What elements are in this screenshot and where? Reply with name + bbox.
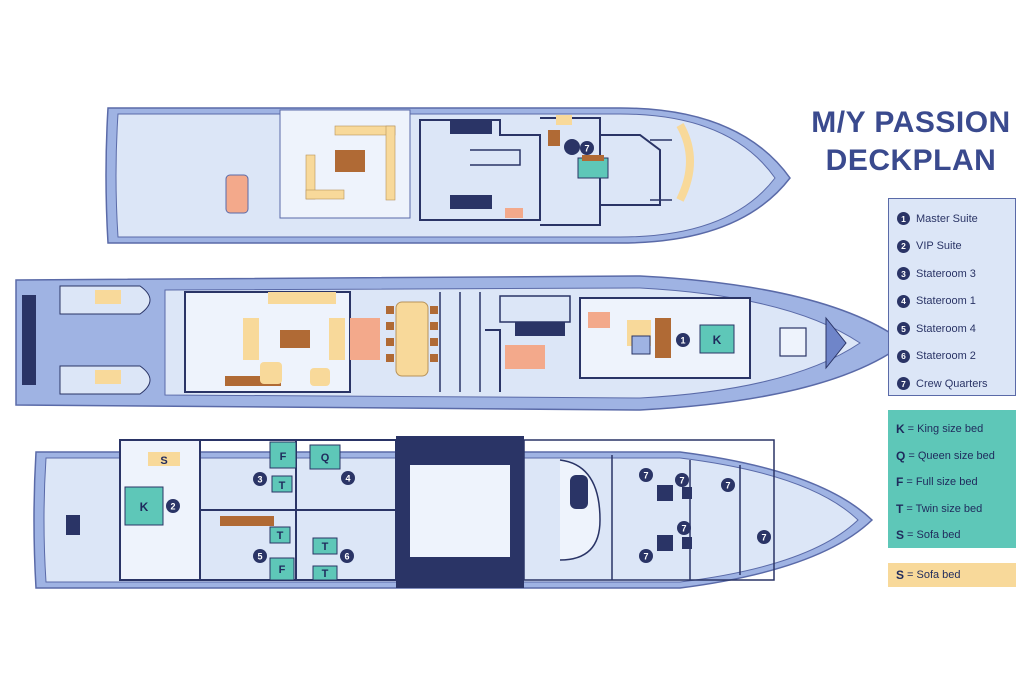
legend-label: Stateroom 1 (916, 295, 976, 308)
legend-row-full-bed: F = Full size bed (896, 469, 1016, 496)
page-title-line-1: M/Y PASSION (811, 106, 1011, 139)
main-deck (15, 275, 907, 411)
rooms-legend: 1 Master Suite 2 VIP Suite 3 Stateroom 3… (888, 198, 1016, 396)
crew-quarters-marker: 7 (725, 481, 730, 491)
beds-legend: K = King size bed Q = Queen size bed F =… (888, 410, 1016, 548)
number-badge: 4 (897, 294, 910, 308)
stateroom-2-marker: 6 (344, 552, 349, 562)
legend-row-queen-bed: Q = Queen size bed (896, 443, 1016, 470)
sofa-legend: S = Sofa bed (888, 563, 1016, 587)
stateroom-3-marker: 3 (257, 475, 262, 485)
crew-quarters-marker: 7 (679, 476, 684, 486)
king-bed-marker: K (140, 500, 149, 514)
legend-row-vip-suite: 2 VIP Suite (897, 233, 1015, 261)
legend-row-stateroom-4: 5 Stateroom 4 (897, 315, 1015, 343)
vip-suite-marker: 2 (170, 502, 175, 512)
bed-letter: F (896, 475, 904, 490)
king-bed-marker: K (713, 333, 722, 347)
page-title-line-2: DECKPLAN (825, 144, 997, 177)
legend-label: VIP Suite (916, 240, 962, 253)
legend-label: Stateroom 2 (916, 350, 976, 363)
full-bed-marker: F (279, 564, 286, 576)
legend-row-twin-bed: T = Twin size bed (896, 496, 1016, 523)
legend-label: Master Suite (916, 212, 978, 225)
sofa-bed-marker: S (160, 455, 167, 467)
legend-row-stateroom-2: 6 Stateroom 2 (897, 343, 1015, 371)
stateroom-1-marker: 4 (345, 474, 350, 484)
legend-label: Crew Quarters (916, 377, 988, 390)
crew-quarters-marker: 7 (584, 144, 589, 154)
sun-deck (105, 107, 791, 244)
number-badge: 5 (897, 322, 910, 336)
legend-row-stateroom-3: 3 Stateroom 3 (897, 260, 1015, 288)
legend-label: = Twin size bed (906, 502, 983, 515)
legend-label: = King size bed (907, 423, 984, 436)
crew-quarters-marker: 7 (643, 471, 648, 481)
legend-label: = Full size bed (906, 476, 978, 489)
plan-labels: 7 1 K S K 2 F T 3 Q 4 T F 5 T T 6 7 (140, 141, 771, 580)
legend-label: = Sofa bed (907, 569, 961, 581)
twin-bed-marker: T (279, 480, 286, 492)
full-bed-marker: F (280, 451, 287, 463)
bed-letter: S (896, 528, 905, 543)
bed-letter: T (896, 501, 904, 516)
crew-quarters-marker: 7 (761, 533, 766, 543)
number-badge: 1 (897, 212, 910, 226)
number-badge: 7 (897, 377, 910, 391)
legend-label: Stateroom 3 (916, 267, 976, 280)
legend-row-king-bed: K = King size bed (896, 416, 1016, 443)
queen-bed-marker: Q (321, 452, 330, 464)
twin-bed-marker: T (322, 541, 329, 553)
twin-bed-marker: T (277, 530, 284, 542)
legend-row-master-suite: 1 Master Suite (897, 205, 1015, 233)
bed-letter: Q (896, 448, 906, 463)
bed-letter: K (896, 422, 905, 437)
bed-letter: S (896, 568, 905, 582)
number-badge: 2 (897, 239, 910, 253)
crew-quarters-marker: 7 (643, 552, 648, 562)
twin-bed-marker: T (322, 568, 329, 580)
number-badge: 3 (897, 267, 910, 281)
legend-row-crew-quarters: 7 Crew Quarters (897, 370, 1015, 398)
legend-label: Stateroom 4 (916, 322, 976, 335)
legend-row-stateroom-1: 4 Stateroom 1 (897, 288, 1015, 316)
legend-label: = Sofa bed (907, 529, 961, 542)
stateroom-4-marker: 5 (257, 552, 262, 562)
lower-deck (33, 436, 874, 589)
master-suite-marker: 1 (680, 336, 685, 346)
number-badge: 6 (897, 349, 910, 363)
crew-quarters-marker: 7 (681, 524, 686, 534)
legend-row-sofa-bed: S = Sofa bed (896, 522, 1016, 549)
legend-label: = Queen size bed (908, 449, 995, 462)
